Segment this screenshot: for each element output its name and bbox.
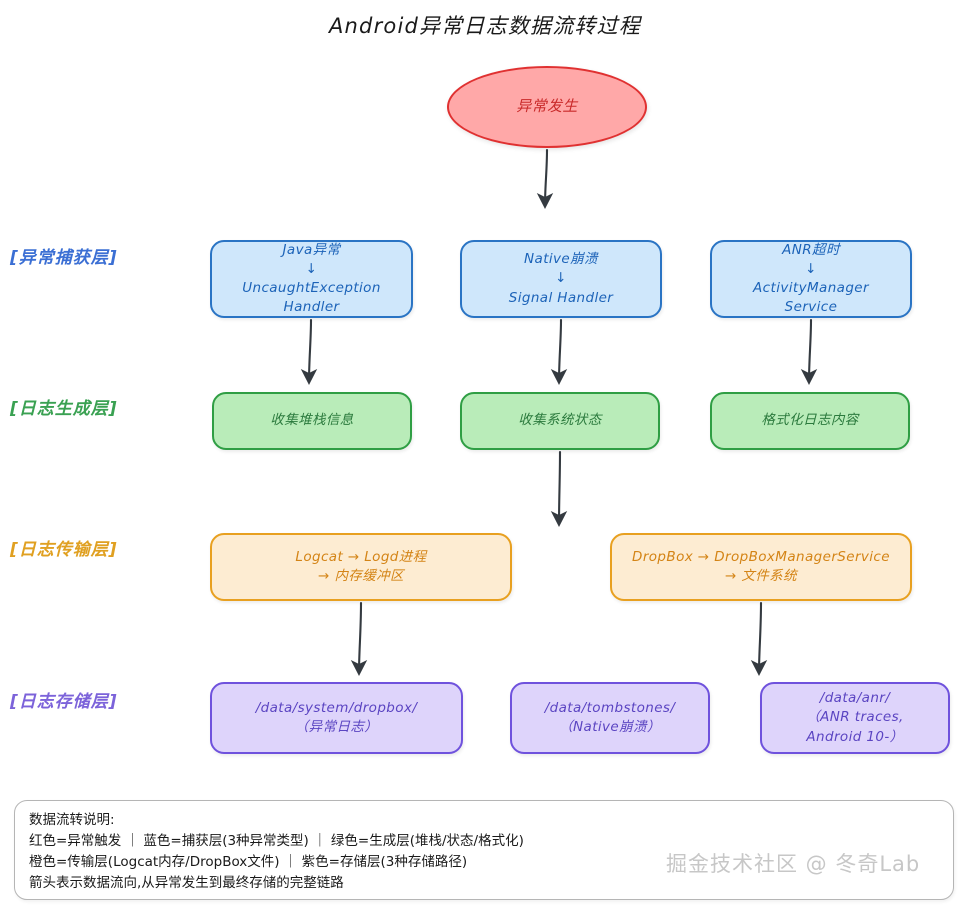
page-title: Android异常日志数据流转过程: [328, 14, 642, 38]
node-native-crash[interactable]: Native崩溃 ↓ Signal Handler: [460, 240, 662, 318]
legend-line-arrows: 箭头表示数据流向,从异常发生到最终存储的完整链路: [29, 875, 344, 891]
legend-box: 数据流转说明: 红色=异常触发 ｜ 蓝色=捕获层(3种异常类型) ｜ 绿色=生成…: [14, 800, 954, 900]
node-path-tombstones[interactable]: /data/tombstones/ （Native崩溃）: [510, 682, 710, 754]
node-dropbox-pipeline[interactable]: DropBox → DropBoxManagerService → 文件系统: [610, 533, 912, 601]
node-format-log[interactable]: 格式化日志内容: [710, 392, 910, 450]
node-path-dropbox[interactable]: /data/system/dropbox/ （异常日志）: [210, 682, 463, 754]
layer-label-transmit: [日志传输层]: [10, 540, 118, 560]
legend-line-title: 数据流转说明:: [29, 812, 115, 828]
node-anr-timeout[interactable]: ANR超时 ↓ ActivityManager Service: [710, 240, 912, 318]
layer-label-generate: [日志生成层]: [10, 399, 118, 419]
legend-line-colors-2: 橙色=传输层(Logcat内存/DropBox文件) ｜ 紫色=存储层(3种存储…: [29, 854, 468, 870]
layer-label-capture: [异常捕获层]: [10, 248, 118, 268]
node-exception-occurs[interactable]: 异常发生: [447, 66, 647, 148]
node-logcat-pipeline[interactable]: Logcat → Logd进程 → 内存缓冲区: [210, 533, 512, 601]
node-collect-stack[interactable]: 收集堆栈信息: [212, 392, 412, 450]
node-path-anr[interactable]: /data/anr/ （ANR traces, Android 10-）: [760, 682, 950, 754]
watermark: 掘金技术社区 @ 冬奇Lab: [666, 852, 921, 876]
layer-label-storage: [日志存储层]: [10, 692, 118, 712]
legend-line-colors-1: 红色=异常触发 ｜ 蓝色=捕获层(3种异常类型) ｜ 绿色=生成层(堆栈/状态/…: [29, 833, 524, 849]
node-java-exception[interactable]: Java异常 ↓ UncaughtException Handler: [210, 240, 413, 318]
node-collect-state[interactable]: 收集系统状态: [460, 392, 660, 450]
